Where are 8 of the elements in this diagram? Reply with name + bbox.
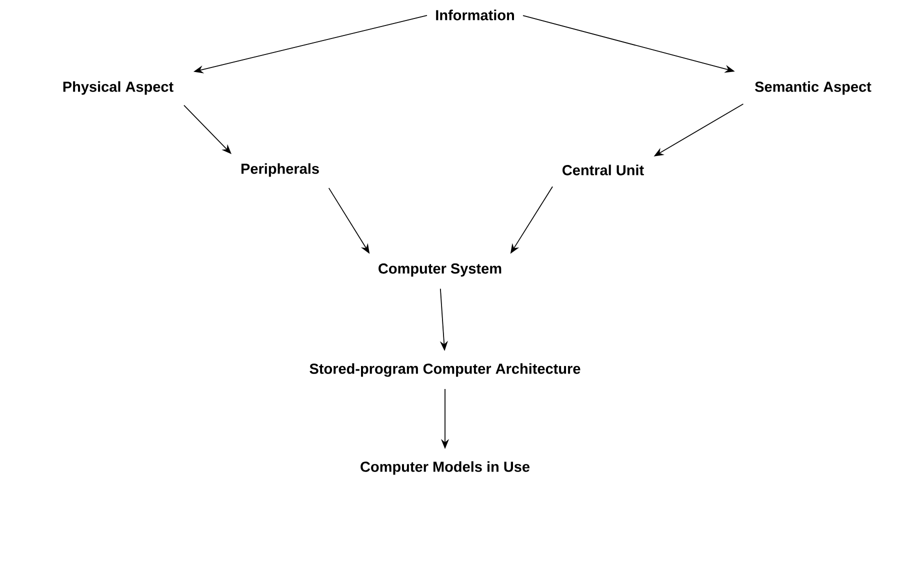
text-label: Stored-program Computer Architecture bbox=[310, 363, 580, 377]
text-label: Information bbox=[436, 10, 514, 20]
text-label: Computer Models in Use bbox=[360, 461, 530, 475]
text-label: Computer System bbox=[378, 263, 502, 277]
text-label: Central Unit bbox=[562, 164, 644, 176]
text-label: Physical Aspect bbox=[63, 81, 174, 95]
text-label: Semantic Aspect bbox=[755, 81, 872, 95]
text-label: Peripherals bbox=[241, 163, 319, 177]
